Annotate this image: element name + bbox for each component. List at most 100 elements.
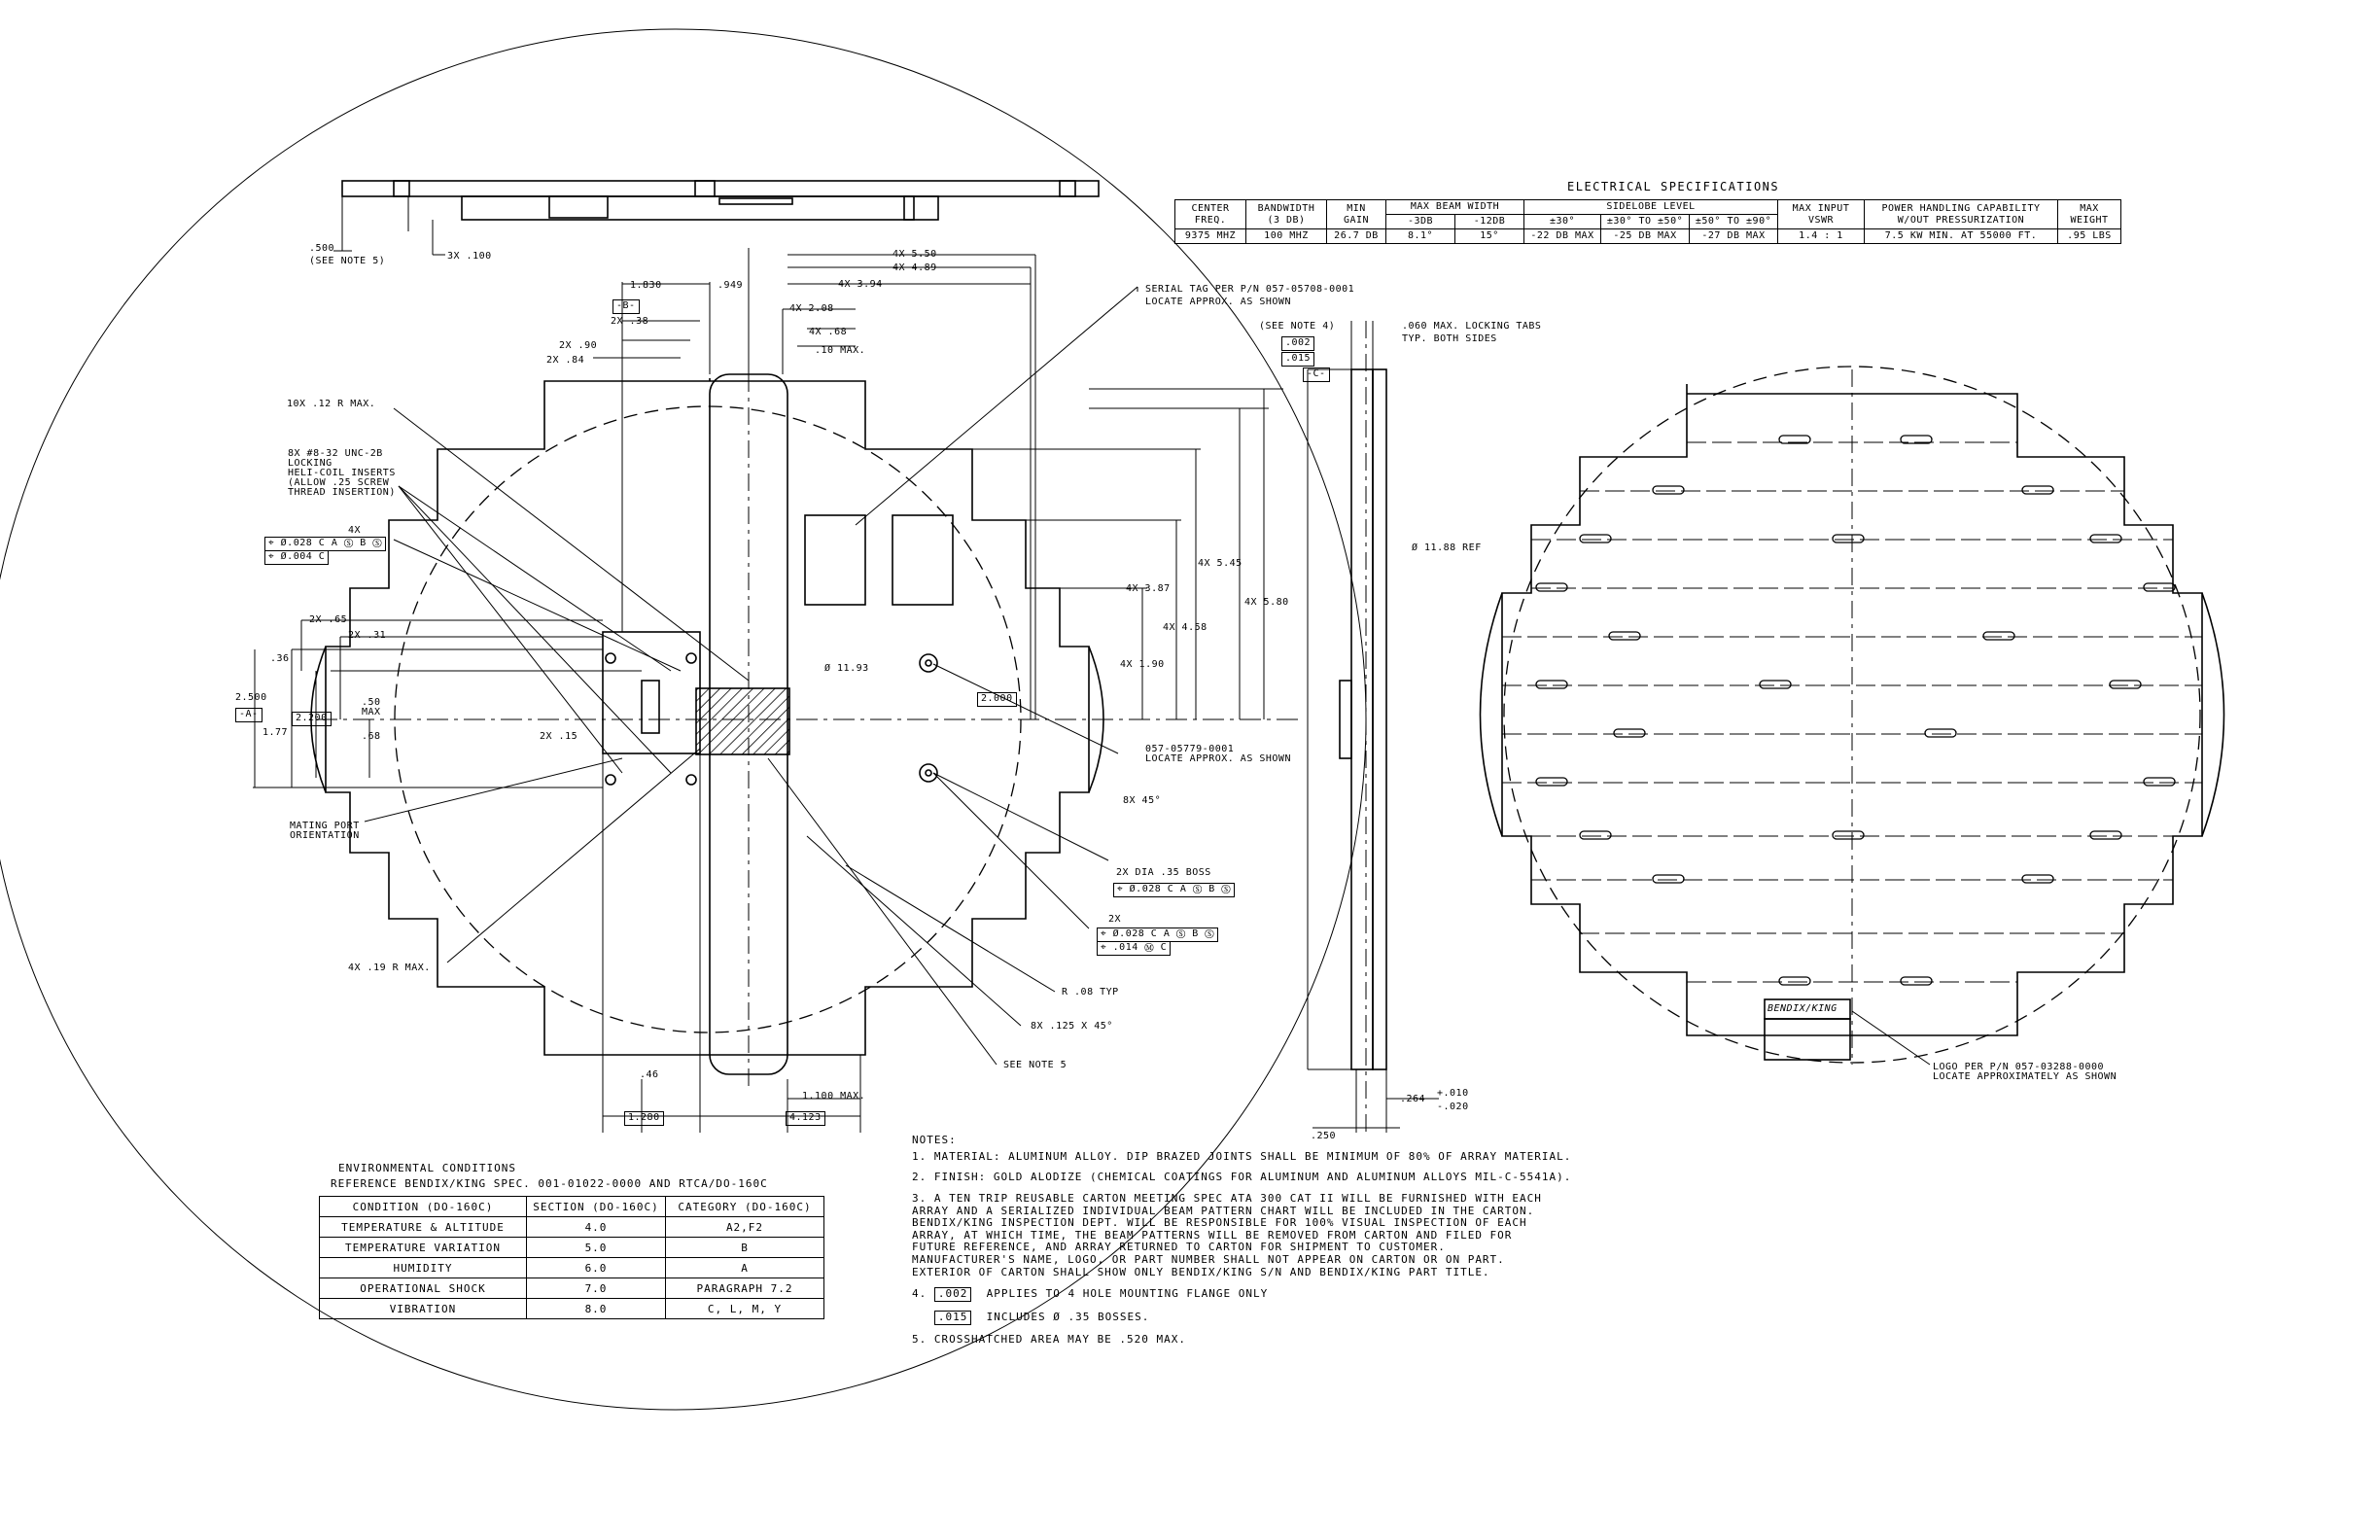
dim-4x-387: 4X 3.87 — [1126, 583, 1171, 594]
datum-c: -C- — [1303, 368, 1330, 382]
flatness-002: .002 — [1281, 336, 1315, 351]
fcf-position-3: ⌖ Ø.028 C A Ⓢ B Ⓢ — [1113, 883, 1236, 897]
notes-block: NOTES: 1. MATERIAL: ALUMINUM ALLOY. DIP … — [912, 1134, 1571, 1354]
callout-inserts: 8X #8-32 UNC-2B LOCKING HELI-COIL INSERT… — [288, 448, 396, 498]
dim-2200-box: 2.200 — [292, 712, 332, 726]
dim-2x-84: 2X .84 — [546, 355, 585, 366]
dim-2x-15: 2X .15 — [540, 731, 578, 742]
dim-4x-190: 4X 1.90 — [1120, 659, 1165, 670]
dim-4x-394: 4X 3.94 — [838, 279, 883, 290]
callout-serial-tag: SERIAL TAG PER P/N 057-05708-0001 LOCATE… — [1145, 284, 1355, 307]
cell: B — [665, 1237, 824, 1258]
side-view — [1307, 321, 1439, 1133]
val-sl1: -22 db MAX — [1523, 228, 1601, 244]
dim-177: 1.77 — [262, 727, 289, 738]
datum-a: -A- — [235, 708, 262, 722]
datum-a-box: -A- — [235, 708, 262, 722]
callout-4x-r19: 4X .19 R MAX. — [348, 962, 431, 973]
val-sl3: -27 db MAX — [1689, 228, 1778, 244]
callout-mating-port: MATING PORT ORIENTATION — [290, 821, 360, 841]
cell: A2,F2 — [665, 1216, 824, 1238]
electrical-spec-title: ELECTRICAL SPECIFICATIONS — [1567, 180, 1780, 193]
val-bw: 100 MHz — [1245, 228, 1327, 244]
tol-minus: -.020 — [1437, 1102, 1469, 1112]
val-gain: 26.7 db — [1326, 228, 1386, 244]
callout-2x: 2X — [1108, 914, 1122, 925]
dim-2500: 2.500 — [235, 692, 267, 703]
dim-4x-208: 4X 2.08 — [789, 303, 834, 314]
dim-1100-max: 1.100 MAX. — [802, 1091, 866, 1102]
environmental-table: CONDITION (DO-160C) SECTION (DO-160C) CA… — [319, 1196, 824, 1319]
col-center-freq: CENTER FREQ. — [1174, 199, 1246, 229]
env-h0: CONDITION (DO-160C) — [319, 1196, 527, 1217]
callout-see-note5: SEE NOTE 5 — [1003, 1060, 1068, 1070]
dim-2x-38: 2X .38 — [611, 316, 649, 327]
dim-8x-45: 8X 45° — [1123, 795, 1162, 806]
dim-1280-box: 1.280 — [624, 1111, 664, 1126]
env-reference: REFERENCE BENDIX/KING SPEC. 001-01022-00… — [331, 1177, 768, 1190]
logo-bendix-king: BENDIX/KING — [1768, 1003, 1838, 1014]
callout-500-see-note5: .500 (SEE NOTE 5) — [309, 243, 386, 266]
cell: A — [665, 1257, 824, 1278]
val-vswr: 1.4 : 1 — [1777, 228, 1865, 244]
fcf-position-5: ⌖ .014 Ⓜ C — [1097, 941, 1172, 956]
fcf-box-4: ⌖ Ø.028 C A Ⓢ B Ⓢ — [1097, 928, 1219, 942]
cell: C, L, M, Y — [665, 1298, 824, 1319]
dim-36: .36 — [270, 653, 290, 664]
val-freq: 9375 MHz — [1174, 228, 1246, 244]
cell: TEMPERATURE VARIATION — [319, 1237, 527, 1258]
dim-2000: 2.000 — [977, 692, 1017, 707]
note-4b: INCLUDES Ø .35 BOSSES. — [986, 1311, 1150, 1324]
sub-50-90: ±50° TO ±90° — [1689, 214, 1778, 229]
notes-heading: NOTES: — [912, 1134, 957, 1146]
fcf-position-2: ⌖ Ø.004 C — [264, 550, 330, 565]
dim-68: .68 — [362, 731, 381, 742]
dim-dia-1188-ref: Ø 11.88 REF — [1412, 542, 1482, 553]
sub-3db: -3db — [1385, 214, 1455, 229]
val-weight: .95 lbs — [2057, 228, 2121, 244]
dim-46: .46 — [640, 1069, 659, 1080]
col-vswr: MAX INPUT VSWR — [1777, 199, 1865, 229]
dim-1280: 1.280 — [624, 1111, 664, 1126]
val-12db: 15° — [1454, 228, 1524, 244]
note-3: 3. A TEN TRIP REUSABLE CARTON MEETING SP… — [912, 1191, 1542, 1278]
dim-264: .264 — [1400, 1094, 1426, 1104]
dim-250: .250 — [1311, 1131, 1337, 1141]
callout-3x-100: 3X .100 — [447, 251, 492, 262]
fcf-box-2: ⌖ Ø.004 C — [264, 550, 330, 565]
fcf-box-5: ⌖ .014 Ⓜ C — [1097, 941, 1172, 956]
mounting-flange — [602, 631, 701, 754]
cell: TEMPERATURE & ALTITUDE — [319, 1216, 527, 1238]
callout-locking-tabs: .060 MAX. LOCKING TABS TYP. BOTH SIDES — [1402, 321, 1542, 344]
callout-tag-05779: 057-05779-0001 LOCATE APPROX. AS SHOWN — [1145, 744, 1291, 764]
fcf-position-4: ⌖ Ø.028 C A Ⓢ B Ⓢ — [1097, 928, 1219, 942]
dim-4123: 4.123 — [786, 1111, 825, 1126]
flatness-015: .015 — [1281, 352, 1315, 367]
dim-1830: 1.830 — [630, 280, 662, 291]
cell: 5.0 — [526, 1237, 666, 1258]
callout-10x-r: 10X .12 R MAX. — [287, 399, 376, 409]
cell: 6.0 — [526, 1257, 666, 1278]
electrical-spec-table: CENTER FREQ. BANDWIDTH (3 db) MIN GAIN M… — [1174, 199, 2121, 244]
dim-2000-box: 2.000 — [977, 692, 1017, 707]
env-title: ENVIRONMENTAL CONDITIONS — [338, 1162, 516, 1174]
dim-4x-489: 4X 4.89 — [892, 262, 937, 273]
col-weight: MAX WEIGHT — [2057, 199, 2121, 229]
callout-chamfer: 8X .125 X 45° — [1031, 1021, 1113, 1032]
dim-4123-box: 4.123 — [786, 1111, 825, 1126]
dim-dia-1193: Ø 11.93 — [824, 663, 869, 674]
fcf-box-3: ⌖ Ø.028 C A Ⓢ B Ⓢ — [1113, 883, 1236, 897]
val-sl2: -25 db MAX — [1600, 228, 1690, 244]
note-4a: APPLIES TO 4 HOLE MOUNTING FLANGE ONLY — [986, 1287, 1269, 1301]
datum-c-box: -C- — [1303, 368, 1330, 382]
note-4b-line: .015 INCLUDES Ø .35 BOSSES. — [912, 1311, 1571, 1325]
note-4: 4. .002 APPLIES TO 4 HOLE MOUNTING FLANG… — [912, 1287, 1269, 1303]
sub-30-50: ±30° TO ±50° — [1600, 214, 1690, 229]
dim-4x-545: 4X 5.45 — [1198, 558, 1242, 569]
env-h1: SECTION (DO-160C) — [526, 1196, 666, 1217]
cell: PARAGRAPH 7.2 — [665, 1278, 824, 1299]
